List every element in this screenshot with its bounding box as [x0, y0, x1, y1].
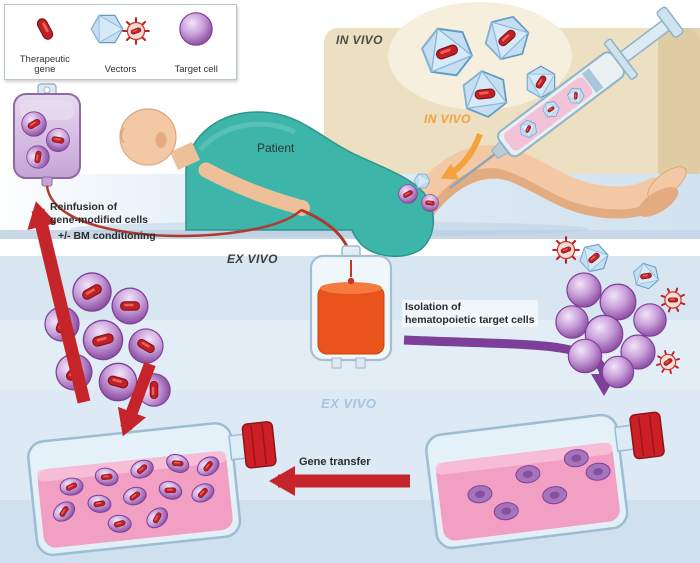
reinfusion-label: Reinfusion of gene-modified cells — [50, 201, 149, 226]
target-cell — [601, 355, 635, 389]
target-cell — [566, 272, 602, 308]
gene-modified-cell — [73, 273, 111, 311]
blood-collection — [300, 208, 393, 369]
bm-conditioning-label: +/- BM conditioning — [58, 230, 156, 242]
legend-item-therapeutic-gene: Therapeutic gene — [7, 9, 83, 76]
legend-label-vectors: Vectors — [104, 64, 137, 76]
gene-modified-cell — [399, 185, 418, 204]
reinfusion-arrow — [27, 201, 91, 404]
patient-arm — [198, 162, 304, 214]
target-cell — [567, 338, 603, 374]
blood-bag-port — [355, 357, 366, 369]
target-cell — [599, 283, 637, 321]
legend: Therapeutic gene Vectors Target cell — [4, 4, 237, 80]
blood-drop — [347, 277, 355, 285]
legend-label-target-cell: Target cell — [174, 64, 218, 76]
blood-bag-port — [331, 357, 342, 369]
viral-vector-icon — [90, 14, 123, 44]
patient-neck — [170, 142, 200, 170]
patient-foot — [637, 187, 679, 217]
flask-cap — [629, 411, 665, 460]
patient-head — [119, 108, 177, 166]
culture-flask-gene-modified — [27, 421, 277, 557]
vectors-icon-wrap — [88, 9, 154, 49]
patient-ear — [155, 132, 167, 148]
patient-gown — [185, 111, 435, 257]
gene-transfer-label: Gene transfer — [299, 456, 371, 468]
gene-modified-cell — [22, 112, 46, 136]
flask-cap — [241, 421, 277, 469]
target-cell — [633, 303, 667, 337]
target-cell-icon-wrap — [177, 9, 215, 49]
syringe — [449, 6, 684, 189]
cells-to-flask-arrow — [117, 361, 156, 437]
blood-volume — [317, 285, 385, 355]
therapeutic-gene-icon-wrap — [25, 9, 65, 49]
syringe-plunger-end — [656, 6, 684, 38]
vector-icons — [90, 14, 154, 49]
viral-vector-red-icon — [123, 18, 149, 44]
in-vivo-injection-arrow — [440, 132, 483, 180]
legend-label-therapeutic-gene: Therapeutic gene — [19, 53, 70, 76]
legend-item-vectors: Vectors — [83, 9, 159, 76]
isolation-label: Isolation of hematopoietic target cells — [402, 300, 538, 328]
therapeutic-gene-icon — [34, 16, 55, 42]
culture-flask-target-cells — [425, 411, 665, 550]
bag-hanger-hole — [43, 86, 51, 94]
syringe-plunger-seal — [581, 68, 604, 93]
in-vivo-zone-label: IN VIVO — [336, 33, 383, 47]
ex-vivo-watermark-label: EX VIVO — [321, 396, 377, 411]
patient-face — [120, 127, 125, 144]
media-surface — [435, 442, 613, 475]
target-cell-icon — [179, 12, 213, 46]
reinfusion-bag — [13, 83, 302, 238]
isolation-arrow — [403, 335, 617, 396]
patient-figure — [70, 108, 687, 257]
in-vivo-site-label: IN VIVO — [424, 112, 471, 126]
patient-label: Patient — [257, 141, 295, 155]
syringe-needle — [449, 153, 496, 189]
reinfusion-line — [45, 185, 302, 238]
viral-vector-red-icon — [553, 237, 579, 263]
legend-item-target-cell: Target cell — [158, 9, 234, 76]
bag-port — [41, 176, 53, 187]
target-cell — [555, 305, 589, 339]
gown-highlight — [198, 121, 297, 152]
ex-vivo-zone-label: EX VIVO — [227, 252, 278, 266]
blood-surface — [320, 282, 382, 294]
